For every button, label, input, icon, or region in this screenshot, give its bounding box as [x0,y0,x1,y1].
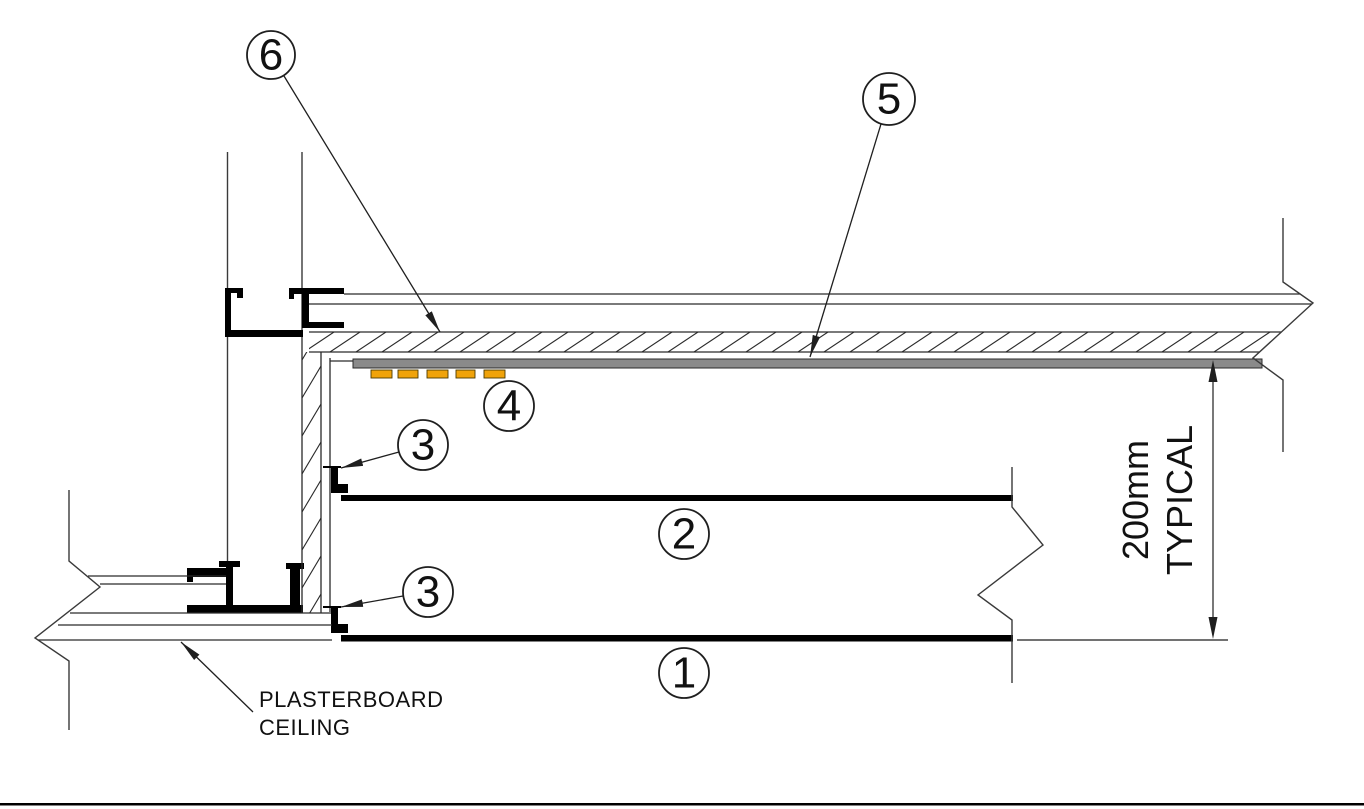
dimension-arrow-up [1208,360,1218,382]
hatch-stroke [1005,332,1037,352]
hatch-stroke [407,332,439,352]
callout-3-top-number: 3 [411,421,435,470]
hatch-stroke [302,352,308,361]
wall-lining-hatch-boundary [301,352,331,613]
callout-3-bottom-number: 3 [416,568,440,617]
callout-3-bottom: 3 [402,566,454,618]
dimension-value: 200mm [1115,440,1156,560]
hatch-stroke [302,555,321,589]
insulation-dash [370,369,393,379]
hatch-stroke [745,332,777,352]
hatch-stroke [1161,332,1193,352]
note-line-2: CEILING [259,715,351,740]
hatch-stroke [667,332,699,352]
leader-5 [809,123,882,358]
leader-lines [180,75,882,713]
callout-2-number: 2 [672,510,696,559]
hatch-stroke [511,332,543,352]
break-lines [33,218,1315,730]
plasterboard-ceiling-note: PLASTERBOARD CEILING [259,687,444,740]
hatch-stroke [355,332,387,352]
slab-hatch-band [309,332,1281,352]
hatch-stroke [979,332,1011,352]
hatch-stroke [823,332,855,352]
hatch-stroke [1083,332,1115,352]
wall-lining-hatch [302,352,321,664]
break-line-mid [976,467,1044,683]
hatch-stroke [309,332,335,352]
insulation-dash [397,369,419,379]
callout-4: 4 [483,380,535,432]
hatch-stroke [927,332,959,352]
hatch-stroke [302,403,321,437]
hatch-stroke [1057,332,1089,352]
hatch-stroke [329,332,361,352]
callout-6-number: 6 [259,31,283,80]
hatch-stroke [381,332,413,352]
hatch-stroke [693,332,725,352]
slab-soffit-lines [309,293,1312,362]
fixing-clip-top [323,466,348,493]
callout-5-number: 5 [877,75,901,124]
hatch-stroke [433,332,465,352]
callout-3-top: 3 [397,419,449,471]
hatch-stroke [302,365,321,399]
dimension-qualifier: TYPICAL [1159,425,1200,575]
hatch-stroke [1213,332,1245,352]
hatch-stroke [615,332,647,352]
membrane-bar [352,358,1263,369]
dimension-arrow-down [1208,617,1218,639]
hatch-stroke [875,332,907,352]
deflection-head-track [225,288,344,337]
leader-3-bottom [340,595,404,608]
hatch-stroke [302,517,321,551]
hatch-stroke [1135,332,1167,352]
leader-6 [283,75,441,333]
hatch-stroke [302,441,321,475]
dimension-200mm: 200mm TYPICAL [1017,360,1228,641]
hatch-stroke [302,632,321,664]
hatch-stroke [537,332,569,352]
hatch-stroke [589,332,621,352]
ceiling-track [187,561,304,613]
leader-plasterboard [180,641,254,713]
callout-4-number: 4 [497,382,521,431]
break-line-left [33,490,102,730]
callout-1-number: 1 [672,649,696,698]
layer-line-2 [341,495,1013,501]
sheet-border-line [0,803,1364,806]
break-line-right [1251,218,1315,452]
callout-1: 1 [658,647,710,699]
insulation-dash [455,369,476,379]
insulation-dash [483,369,506,379]
hatch-stroke [485,332,517,352]
note-line-1: PLASTERBOARD [259,687,444,712]
wall-stud-lines [226,152,303,568]
hatch-stroke [459,332,491,352]
leader-3-top [340,451,400,469]
hatch-stroke [563,332,595,352]
hatch-stroke [302,479,321,513]
hatch-stroke [1239,332,1271,352]
hatch-stroke [771,332,803,352]
callout-5: 5 [862,72,916,126]
hatch-stroke [641,332,673,352]
hatch-stroke [901,332,933,352]
hatch-stroke [1187,332,1219,352]
hatch-stroke [953,332,985,352]
hatch-stroke [719,332,751,352]
hatch-stroke [309,593,321,613]
callout-2: 2 [658,508,710,560]
insulation-dash [426,369,449,379]
hatch-stroke [1031,332,1063,352]
fixing-clip-bottom [323,606,348,633]
callout-6: 6 [246,30,296,80]
layer-line-1 [341,635,1013,642]
hatch-stroke [1109,332,1141,352]
insulation-markers [370,369,506,379]
hatch-stroke [849,332,881,352]
plasterboard-ceiling-layers [38,575,332,641]
